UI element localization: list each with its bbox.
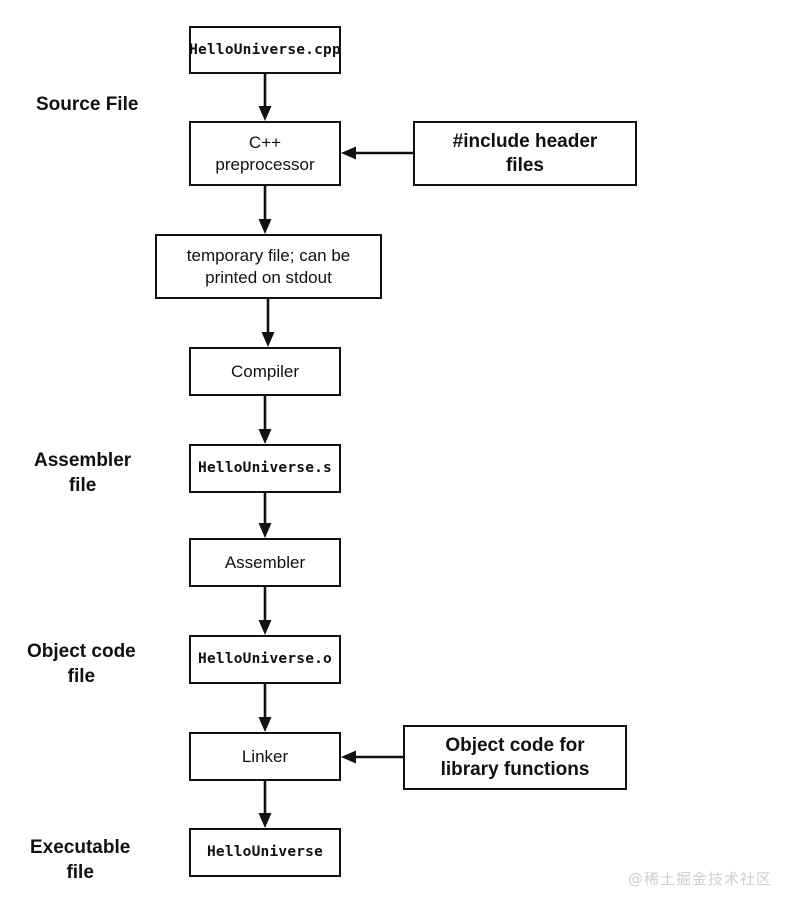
node-label: HelloUniverse.cpp	[189, 41, 341, 58]
arrowhead	[258, 429, 272, 444]
node-library-object-code: Object code for library functions	[403, 725, 627, 790]
edge-edge-object-to-linker	[258, 684, 272, 732]
node-label: C++ preprocessor	[215, 133, 315, 174]
node-label: temporary file; can be printed on stdout	[186, 246, 351, 287]
edge-edge-library-to-linker	[341, 750, 403, 764]
node-compiler: Compiler	[189, 347, 341, 396]
node-temp-file: temporary file; can be printed on stdout	[155, 234, 382, 299]
edge-edge-linker-to-executable	[258, 781, 272, 828]
stage-label-assembler-file: Assembler file	[34, 450, 132, 496]
node-assembly-s: HelloUniverse.s	[189, 444, 341, 493]
stage-label-source-file: Source File	[36, 94, 139, 115]
arrowhead	[258, 523, 272, 538]
stage-label-object-code-file: Object code file	[27, 641, 136, 687]
node-preprocessor: C++ preprocessor	[189, 121, 341, 186]
node-label: Compiler	[230, 361, 300, 381]
arrowhead	[341, 146, 356, 160]
node-executable: HelloUniverse	[189, 828, 341, 877]
node-object-o: HelloUniverse.o	[189, 635, 341, 684]
node-label: #include header files	[452, 130, 598, 176]
arrowhead	[258, 219, 272, 234]
arrowhead	[341, 750, 356, 764]
node-linker: Linker	[189, 732, 341, 781]
node-label: HelloUniverse.o	[198, 651, 332, 668]
edge-edge-assembly-to-assembler	[258, 493, 272, 538]
watermark-text: @稀土掘金技术社区	[628, 870, 773, 888]
node-label: HelloUniverse	[206, 844, 324, 861]
node-source-cpp: HelloUniverse.cpp	[189, 26, 341, 74]
node-label: HelloUniverse.s	[198, 460, 332, 477]
node-label: Linker	[241, 746, 289, 766]
arrowhead	[258, 813, 272, 828]
arrowhead	[258, 717, 272, 732]
node-label: Object code for library functions	[440, 734, 590, 780]
node-assembler: Assembler	[189, 538, 341, 587]
stage-label-executable-file: Executable file	[30, 837, 131, 883]
edge-edge-compiler-to-assembly	[258, 396, 272, 444]
node-label: Assembler	[224, 552, 306, 572]
edge-edge-source-to-preprocessor	[258, 74, 272, 121]
arrowhead	[258, 106, 272, 121]
edge-edge-headers-to-preprocessor	[341, 146, 413, 160]
arrowhead	[258, 620, 272, 635]
edge-edge-preprocessor-to-temp	[258, 186, 272, 234]
edge-edge-temp-to-compiler	[261, 299, 275, 347]
node-include-headers: #include header files	[413, 121, 637, 186]
edge-edge-assembler-to-object	[258, 587, 272, 635]
arrowhead	[261, 332, 275, 347]
